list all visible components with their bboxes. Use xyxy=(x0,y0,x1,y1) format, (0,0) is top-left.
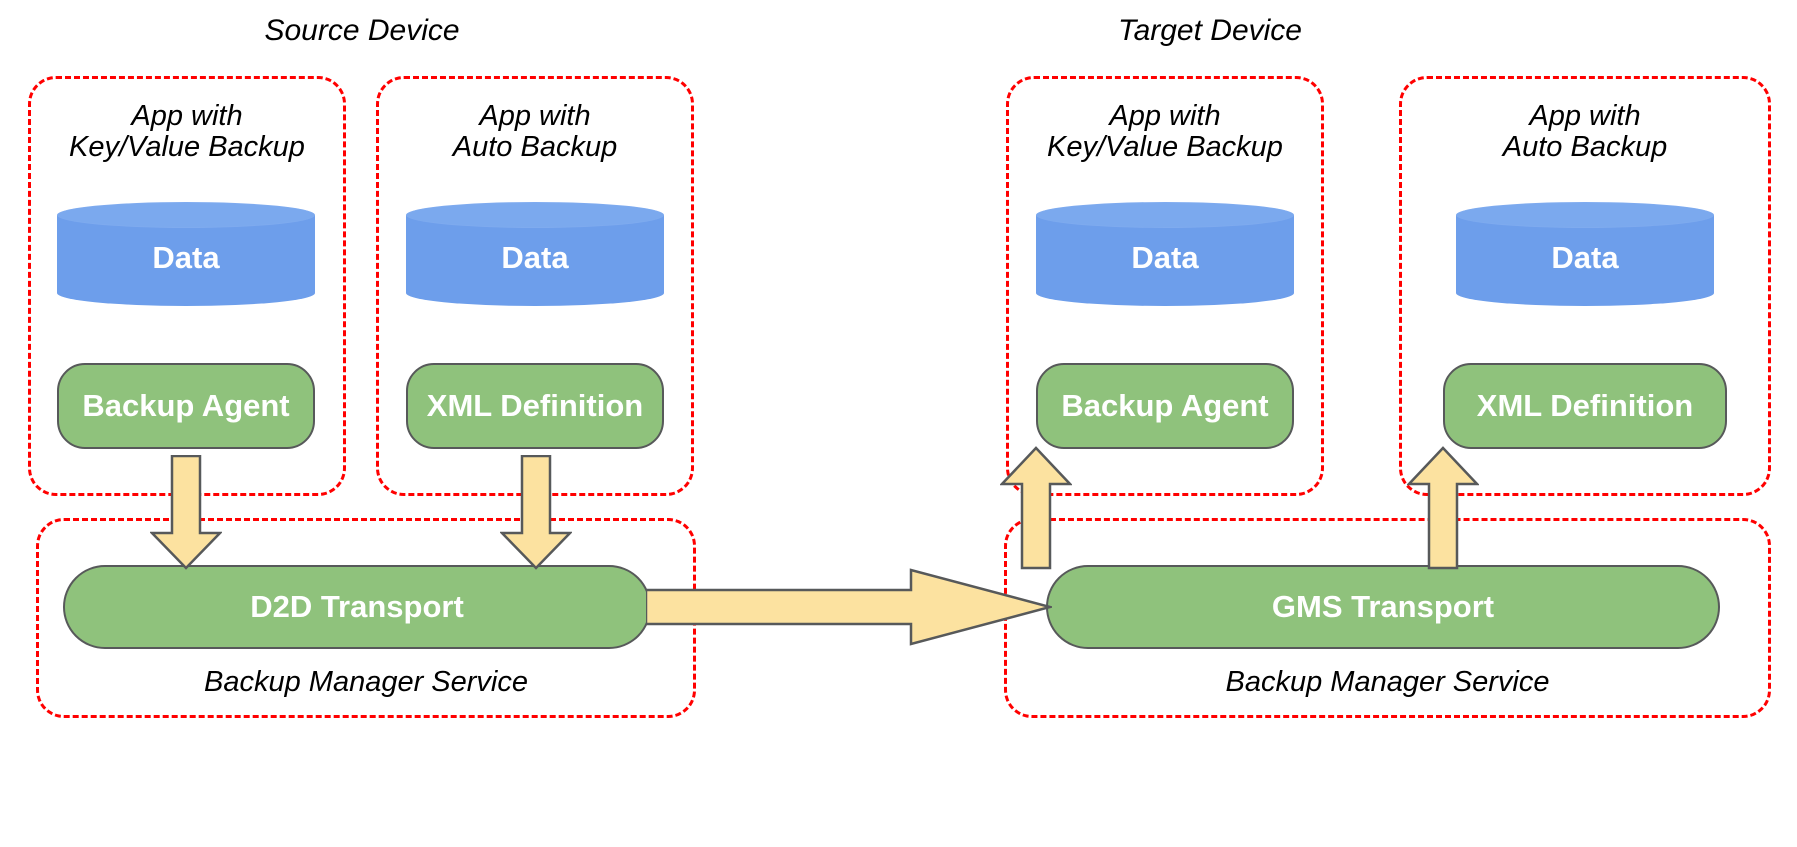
cylinder-top-ellipse xyxy=(406,202,664,228)
d2d-transport-box[interactable]: D2D Transport xyxy=(63,565,651,649)
arrow-gms-to-target-agent xyxy=(1000,446,1072,570)
cylinder-body xyxy=(57,215,315,293)
target-app-kv-data-cylinder: Data xyxy=(1036,202,1294,306)
source-device-title: Source Device xyxy=(264,14,460,47)
target-device-title: Target Device xyxy=(1118,14,1302,47)
source-xml-definition-box[interactable]: XML Definition xyxy=(406,363,664,449)
gms-transport-box[interactable]: GMS Transport xyxy=(1046,565,1720,649)
source-app-kv-label: App with Key/Value Backup xyxy=(69,100,305,163)
arrow-source-xml-to-d2d xyxy=(500,455,572,570)
cylinder-body xyxy=(1456,215,1714,293)
target-app-auto-container: App with Auto Backup xyxy=(1399,76,1771,496)
source-app-auto-data-cylinder: Data xyxy=(406,202,664,306)
target-app-auto-data-label: Data xyxy=(1551,240,1619,275)
cylinder-top-ellipse xyxy=(1456,202,1714,228)
target-app-kv-container: App with Key/Value Backup xyxy=(1006,76,1324,496)
source-app-auto-data-label: Data xyxy=(501,240,569,275)
arrow-gms-to-target-xml xyxy=(1407,446,1479,570)
target-backup-agent-box[interactable]: Backup Agent xyxy=(1036,363,1294,449)
arrow-d2d-to-gms xyxy=(646,568,1052,646)
target-app-auto-data-cylinder: Data xyxy=(1456,202,1714,306)
target-xml-definition-box[interactable]: XML Definition xyxy=(1443,363,1727,449)
source-backup-manager-service-label: Backup Manager Service xyxy=(204,666,528,698)
source-backup-agent-box[interactable]: Backup Agent xyxy=(57,363,315,449)
cylinder-top-ellipse xyxy=(1036,202,1294,228)
cylinder-body xyxy=(1036,215,1294,293)
target-app-auto-label: App with Auto Backup xyxy=(1502,100,1668,163)
arrow-source-agent-to-d2d xyxy=(150,455,222,570)
source-app-kv-data-label: Data xyxy=(152,240,220,275)
cylinder-top-ellipse xyxy=(57,202,315,228)
source-app-auto-label: App with Auto Backup xyxy=(452,100,618,163)
source-app-kv-data-cylinder: Data xyxy=(57,202,315,306)
target-app-kv-label: App with Key/Value Backup xyxy=(1047,100,1283,163)
cylinder-body xyxy=(406,215,664,293)
target-backup-manager-service-label: Backup Manager Service xyxy=(1225,666,1550,698)
target-app-kv-data-label: Data xyxy=(1131,240,1199,275)
